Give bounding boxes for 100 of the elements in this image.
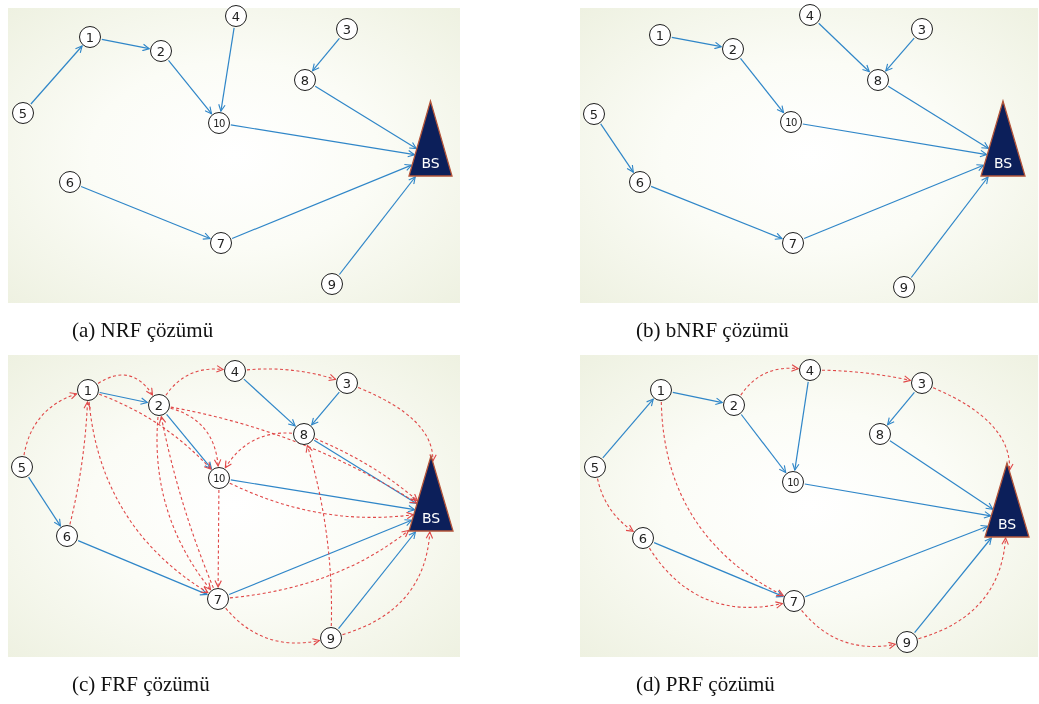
arrow [803, 164, 985, 240]
node-circle: 10 [208, 112, 230, 134]
node-label: BS [421, 510, 441, 526]
panel-caption: (c) FRF çözümü [72, 672, 210, 696]
panel-caption: (b) bNRF çözümü [636, 318, 789, 342]
arrow [170, 407, 222, 467]
arrow [596, 478, 634, 532]
arrow [802, 123, 988, 158]
panel-caption: (d) PRF çözümü [636, 672, 775, 696]
node-label: BS [993, 155, 1013, 171]
arrow [98, 393, 212, 470]
arrow [218, 27, 235, 112]
node-circle: 2 [150, 40, 172, 62]
node-circle: 3 [911, 372, 933, 394]
arrow [97, 374, 154, 396]
arrow [804, 524, 989, 598]
node-circle: 5 [11, 456, 33, 478]
arrow [243, 378, 296, 427]
arrow [600, 123, 634, 173]
arrow [77, 540, 208, 596]
arrow [167, 59, 213, 115]
arrow [818, 22, 870, 73]
arrow [671, 36, 722, 50]
node-circle: 7 [210, 232, 232, 254]
arrow [166, 413, 212, 470]
node-circle: 10 [208, 467, 230, 489]
node-circle: 3 [911, 18, 933, 40]
arrow [165, 365, 224, 396]
node-circle: 2 [723, 394, 745, 416]
arrow [246, 368, 337, 382]
node-circle: 6 [56, 525, 78, 547]
node-circle: 9 [896, 631, 918, 653]
panel-caption: (a) NRF çözümü [72, 318, 214, 342]
node-circle: 8 [294, 69, 316, 91]
arrow [338, 176, 416, 276]
node-circle: 7 [782, 232, 804, 254]
arrow [602, 398, 654, 459]
node-circle: 6 [59, 171, 81, 193]
node-circle: 4 [225, 5, 247, 27]
arrow [69, 401, 91, 525]
arrow [357, 386, 437, 462]
node-circle: 5 [583, 103, 605, 125]
arrow [228, 519, 413, 596]
node-circle: 10 [780, 111, 802, 133]
arrow [740, 413, 787, 474]
arrow [23, 392, 78, 456]
node-circle: 7 [207, 588, 229, 610]
arrow [917, 537, 1009, 640]
arrow [885, 37, 915, 72]
node-circle: 6 [629, 171, 651, 193]
node-circle: 9 [893, 276, 915, 298]
arrow [99, 391, 148, 405]
node-label: BS [421, 155, 440, 171]
node-circle: 9 [321, 273, 343, 295]
arrow [672, 391, 723, 405]
arrow [740, 364, 799, 396]
arrow [932, 387, 1014, 471]
arrow [801, 609, 896, 649]
arrow [889, 440, 994, 510]
arrow [739, 57, 785, 114]
arrow [914, 537, 992, 634]
node-circle: 9 [320, 627, 342, 649]
arrow [821, 369, 911, 383]
node-circle: 8 [867, 69, 889, 91]
node-circle: 5 [12, 102, 34, 124]
arrow [230, 124, 416, 158]
node-label: BS [997, 516, 1017, 532]
node-circle: 1 [79, 26, 101, 48]
arrow [28, 476, 61, 527]
arrow [650, 185, 783, 240]
arrow [231, 164, 413, 240]
arrow [314, 85, 417, 150]
node-circle: 4 [799, 359, 821, 381]
arrow [653, 542, 784, 598]
arrow [230, 479, 416, 513]
arrow [660, 401, 784, 597]
node-circle: 3 [336, 18, 358, 40]
node-circle: 4 [224, 360, 246, 382]
arrow [337, 531, 416, 630]
arrow [214, 489, 222, 588]
arrow [224, 432, 293, 469]
node-circle: 8 [869, 423, 891, 445]
arrow [229, 482, 414, 520]
arrow [887, 391, 915, 426]
arrow [887, 85, 990, 149]
node-circle: 10 [782, 471, 804, 493]
arrow [648, 547, 783, 609]
arrow [229, 529, 410, 599]
node-circle: 5 [584, 456, 606, 478]
arrow [170, 406, 418, 504]
node-circle: 7 [783, 590, 805, 612]
node-circle: 8 [293, 423, 315, 445]
node-circle: 1 [77, 379, 99, 401]
arrow [341, 531, 433, 636]
arrow [225, 607, 320, 646]
arrow [910, 176, 989, 279]
arrow [311, 391, 340, 426]
node-circle: 6 [632, 527, 654, 549]
node-circle: 2 [722, 38, 744, 60]
arrow [312, 37, 340, 72]
